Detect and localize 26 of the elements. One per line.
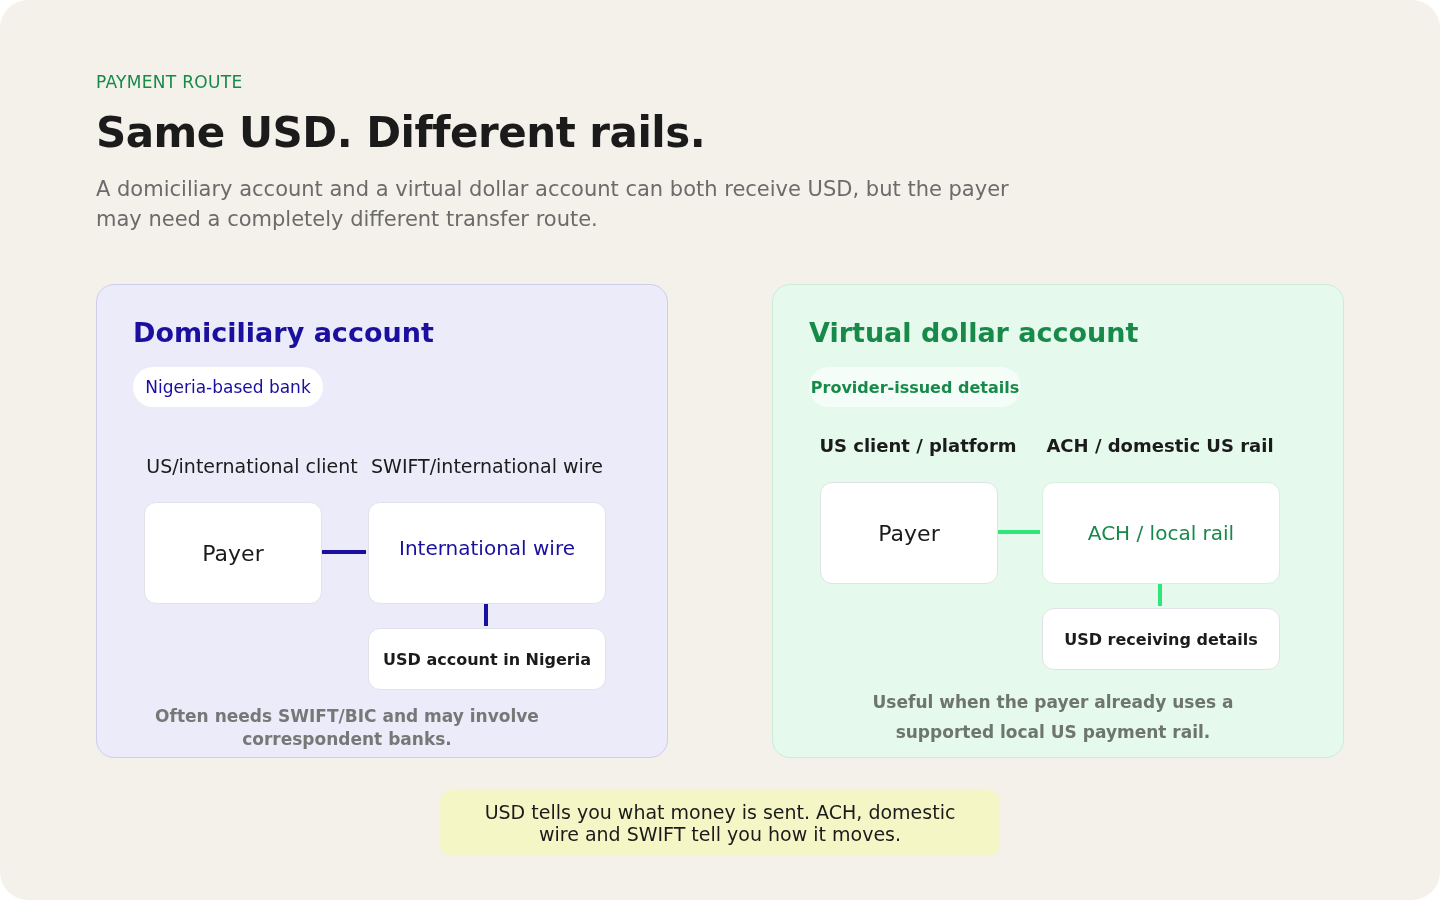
panel-heading: Virtual dollar account xyxy=(809,317,1139,348)
connector-line xyxy=(484,604,488,626)
column-header: US client / platform xyxy=(818,435,1018,456)
process-box: Payer xyxy=(820,482,998,584)
subtitle: A domiciliary account and a virtual dollar account can both receive USD, but the payer may need a completely different transfer route. xyxy=(96,176,1010,233)
column-header: SWIFT/international wire xyxy=(370,455,604,477)
panel-heading: Domiciliary account xyxy=(133,317,434,348)
process-box: USD receiving details xyxy=(1042,608,1280,670)
page-title: Same USD. Different rails. xyxy=(96,108,706,157)
footnote: Useful when the payer already uses a supported local US payment rail. xyxy=(871,691,1235,744)
connector-line xyxy=(998,530,1040,534)
process-box: Payer xyxy=(144,502,322,604)
panel xyxy=(96,284,668,758)
process-box: International wire xyxy=(368,502,606,604)
process-box: USD account in Nigeria xyxy=(368,628,606,690)
column-header: ACH / domestic US rail xyxy=(1045,435,1275,456)
column-header: US/international client xyxy=(145,455,359,477)
process-box: ACH / local rail xyxy=(1042,482,1280,584)
tag-pill: Nigeria-based bank xyxy=(133,367,323,407)
tag-pill: Provider-issued details xyxy=(809,367,1021,407)
note-box: USD tells you what money is sent. ACH, domestic wire and SWIFT tell you how it moves. xyxy=(440,790,1000,856)
panel xyxy=(772,284,1344,758)
connector-line xyxy=(1158,584,1162,606)
section-kicker: PAYMENT ROUTE xyxy=(96,72,243,92)
connector-line xyxy=(322,550,366,554)
footnote: Often needs SWIFT/BIC and may involve correspondent banks. xyxy=(154,705,540,751)
